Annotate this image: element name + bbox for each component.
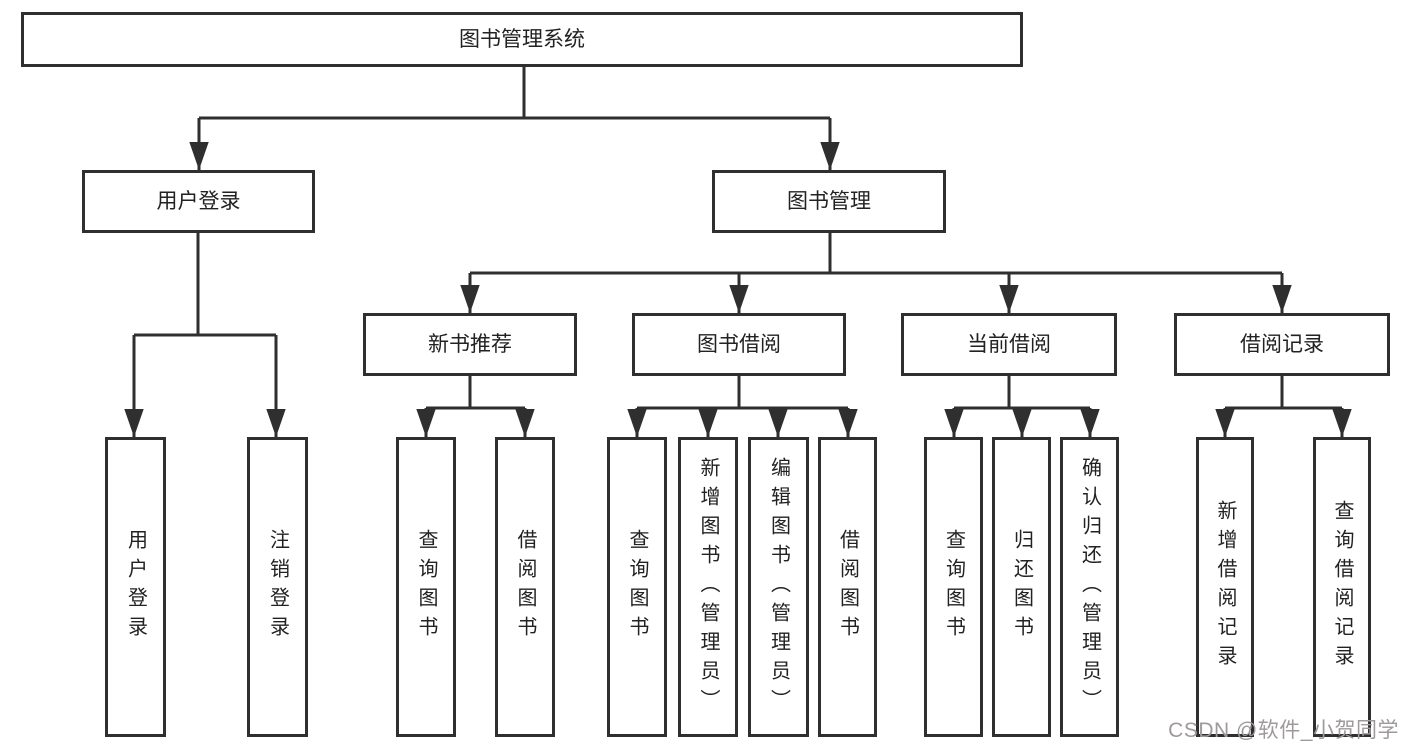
node-book-borrow: 图书借阅 xyxy=(632,313,846,376)
csdn-watermark: CSDN @软件_小贺同学 xyxy=(1168,719,1399,742)
leaf-confirm-return-admin: 确认归还（管理员） xyxy=(1060,437,1119,737)
leaf-logout-label: 注销登录 xyxy=(266,529,289,645)
leaf-query-books-recommend: 查询图书 xyxy=(396,437,456,737)
leaf-query-books-borrow-label: 查询图书 xyxy=(626,529,648,645)
node-book-management-label: 图书管理 xyxy=(787,189,871,213)
leaf-user-login: 用户登录 xyxy=(105,437,166,737)
leaf-query-borrow-record: 查询借阅记录 xyxy=(1313,437,1371,737)
node-new-book-recommend: 新书推荐 xyxy=(363,313,577,376)
leaf-query-books-current: 查询图书 xyxy=(924,437,983,737)
node-book-borrow-label: 图书借阅 xyxy=(697,332,781,356)
node-current-borrow: 当前借阅 xyxy=(901,313,1117,376)
leaf-confirm-return-admin-label: 确认归还（管理员） xyxy=(1078,456,1101,718)
leaf-user-login-label: 用户登录 xyxy=(124,529,147,645)
node-current-borrow-label: 当前借阅 xyxy=(967,332,1051,356)
node-book-management: 图书管理 xyxy=(712,170,946,233)
node-borrow-records-label: 借阅记录 xyxy=(1240,332,1324,356)
leaf-query-borrow-record-label: 查询借阅记录 xyxy=(1331,500,1353,674)
leaf-edit-books-admin: 编辑图书（管理员） xyxy=(748,437,809,737)
leaf-return-books: 归还图书 xyxy=(992,437,1051,737)
leaf-return-books-label: 归还图书 xyxy=(1010,529,1033,645)
node-borrow-records: 借阅记录 xyxy=(1174,313,1390,376)
node-library-management-system: 图书管理系统 xyxy=(21,12,1023,67)
leaf-query-books-recommend-label: 查询图书 xyxy=(415,529,437,645)
leaf-query-books-current-label: 查询图书 xyxy=(942,529,965,645)
leaf-borrow-books-label: 借阅图书 xyxy=(836,529,859,645)
node-user-login: 用户登录 xyxy=(82,170,315,233)
node-library-management-system-label: 图书管理系统 xyxy=(459,27,585,51)
leaf-add-books-admin-label: 新增图书（管理员） xyxy=(697,456,719,718)
node-new-book-recommend-label: 新书推荐 xyxy=(428,332,512,356)
leaf-edit-books-admin-label: 编辑图书（管理员） xyxy=(767,456,790,718)
leaf-add-books-admin: 新增图书（管理员） xyxy=(678,437,738,737)
leaf-borrow-books-recommend: 借阅图书 xyxy=(495,437,555,737)
leaf-query-books-borrow: 查询图书 xyxy=(607,437,667,737)
leaf-logout: 注销登录 xyxy=(247,437,308,737)
leaf-add-borrow-record: 新增借阅记录 xyxy=(1196,437,1254,737)
node-user-login-label: 用户登录 xyxy=(156,189,241,213)
leaf-borrow-books: 借阅图书 xyxy=(818,437,877,737)
leaf-borrow-books-recommend-label: 借阅图书 xyxy=(514,529,536,645)
leaf-add-borrow-record-label: 新增借阅记录 xyxy=(1214,500,1236,674)
